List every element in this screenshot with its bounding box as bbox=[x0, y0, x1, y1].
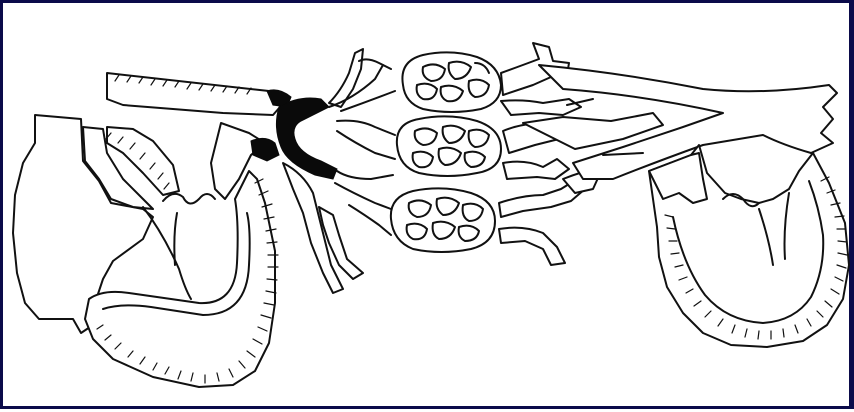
heart-left bbox=[649, 145, 849, 347]
heart-right bbox=[13, 73, 287, 387]
pulmonary-arterioles bbox=[329, 59, 395, 235]
lung-lobule-bottom bbox=[391, 188, 495, 252]
cardiopulmonary-circulation-drawing bbox=[3, 3, 854, 412]
lung-lobule-top bbox=[402, 52, 501, 112]
lung-lobule-middle bbox=[397, 116, 501, 176]
